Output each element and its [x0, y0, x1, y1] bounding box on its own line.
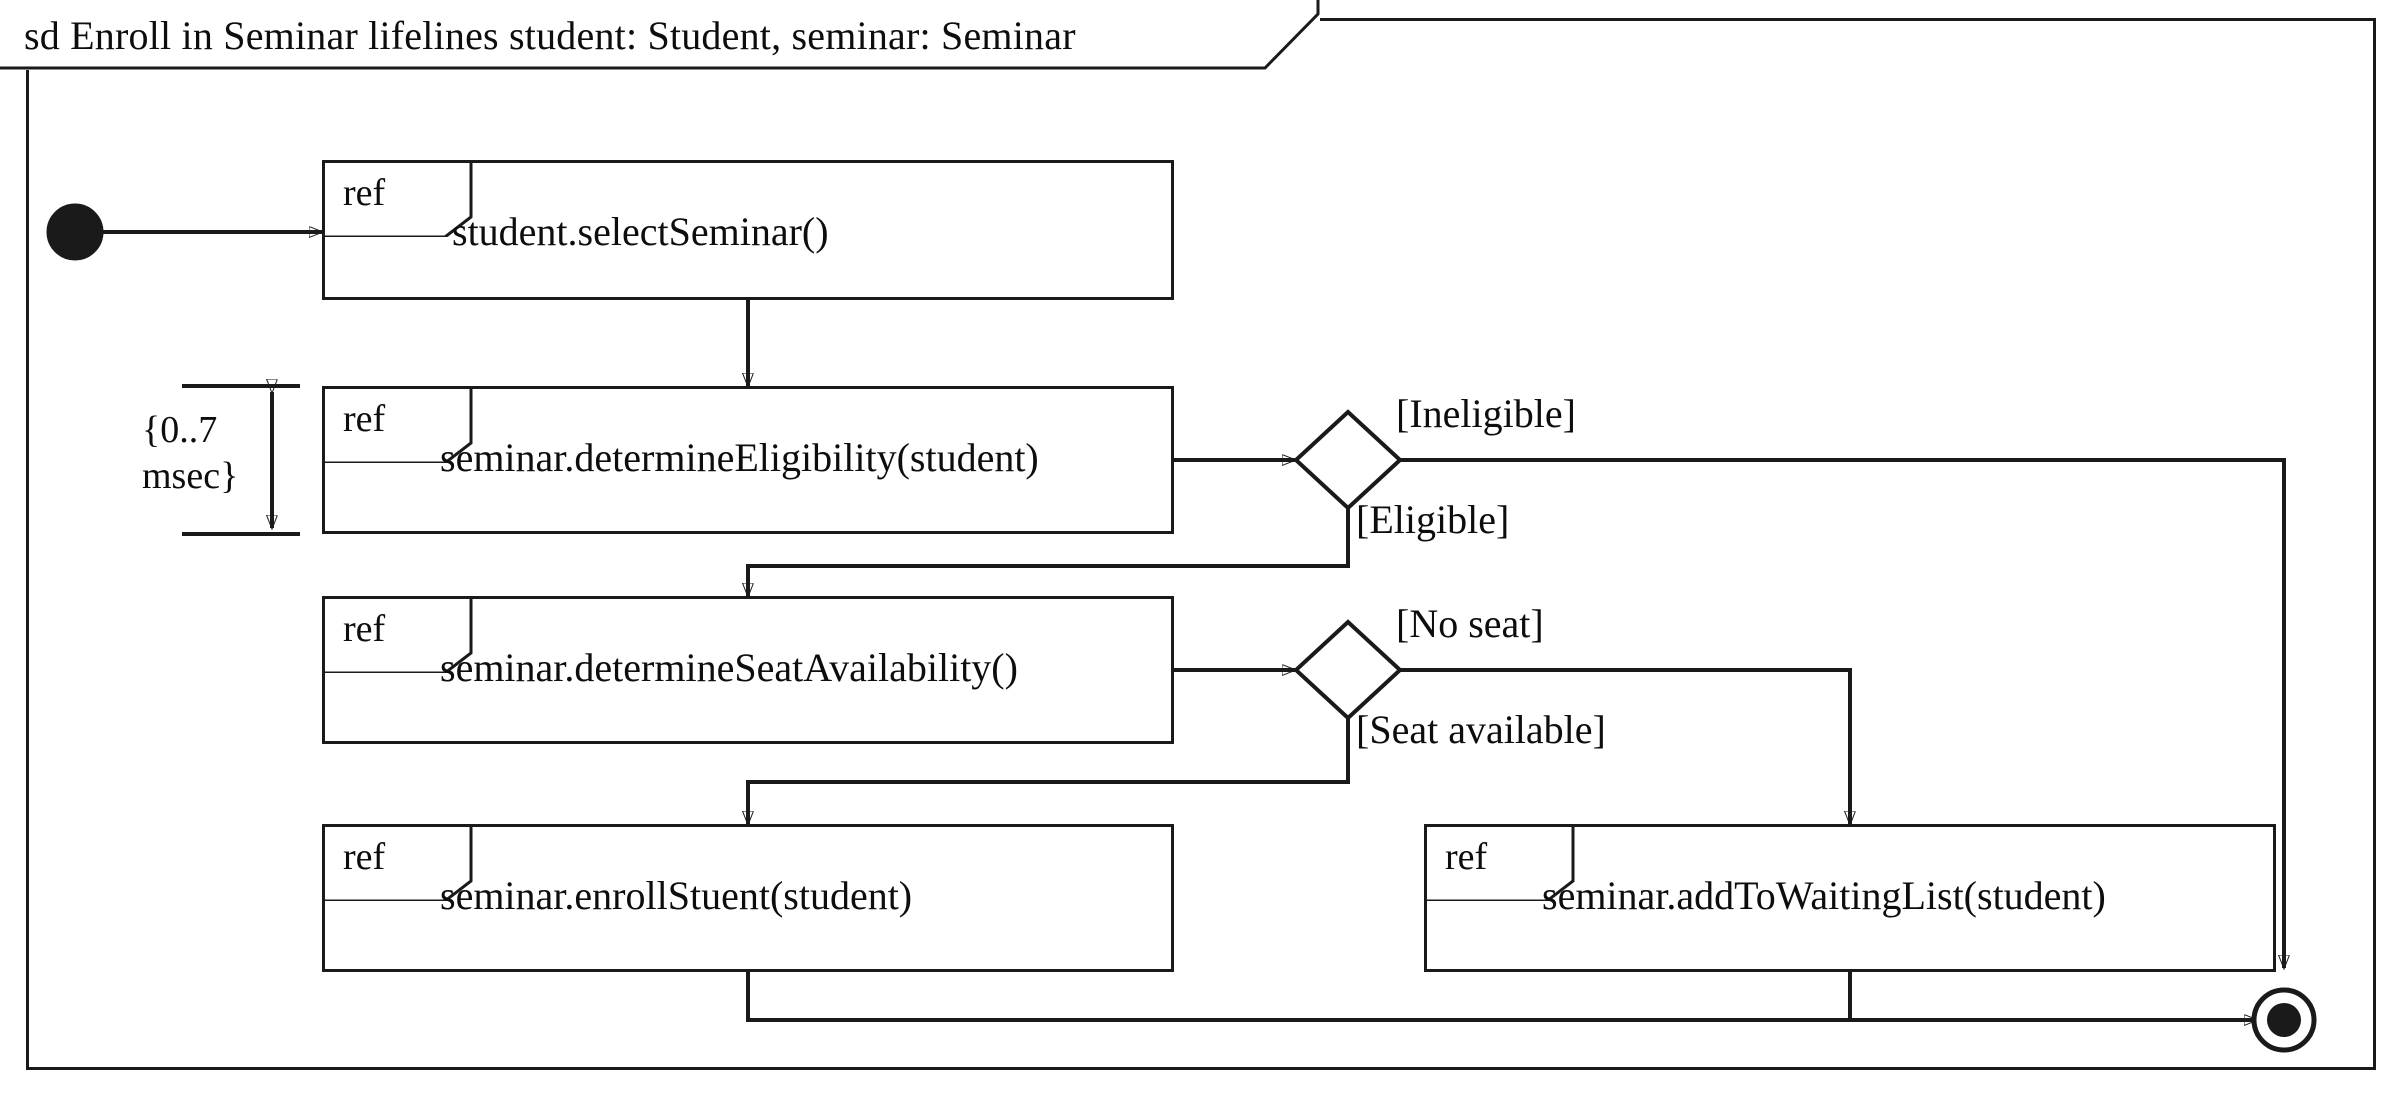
ref-text-determine-eligibility: seminar.determineEligibility(student) — [440, 435, 1039, 480]
frame-title: sd Enroll in Seminar lifelines student: … — [24, 13, 1076, 58]
frame-tab-shape — [0, 0, 1320, 70]
ref-tag-4: ref — [343, 836, 386, 878]
ref-tag-1: ref — [343, 172, 386, 214]
timing-constraint-line2: msec} — [142, 455, 239, 497]
ref-tag-2: ref — [343, 398, 386, 440]
ref-text-enroll-student: seminar.enrollStuent(student) — [440, 873, 913, 918]
ref-tag-5: ref — [1445, 836, 1488, 878]
timing-constraint-line1: {0..7 — [142, 409, 218, 451]
guard-no-seat: [No seat] — [1396, 601, 1544, 646]
ref-tag-3: ref — [343, 608, 386, 650]
ref-tab-shape-4 — [325, 827, 473, 901]
ref-text-select-seminar: student.selectSeminar() — [452, 209, 829, 254]
ref-text-add-to-waiting-list: seminar.addToWaitingList(student) — [1542, 873, 2106, 918]
guard-seat-available: [Seat available] — [1356, 707, 1606, 752]
ref-text-determine-seat-availability: seminar.determineSeatAvailability() — [440, 645, 1018, 690]
frame-header-tab: sd Enroll in Seminar lifelines student: … — [0, 0, 1320, 70]
ref-tab-shape-2 — [325, 389, 473, 463]
guard-ineligible: [Ineligible] — [1396, 391, 1576, 436]
ref-tab-shape-1 — [325, 163, 473, 237]
ref-tab-shape-3 — [325, 599, 473, 673]
guard-eligible: [Eligible] — [1356, 497, 1510, 542]
ref-box-select-seminar[interactable]: ref — [322, 160, 1174, 300]
